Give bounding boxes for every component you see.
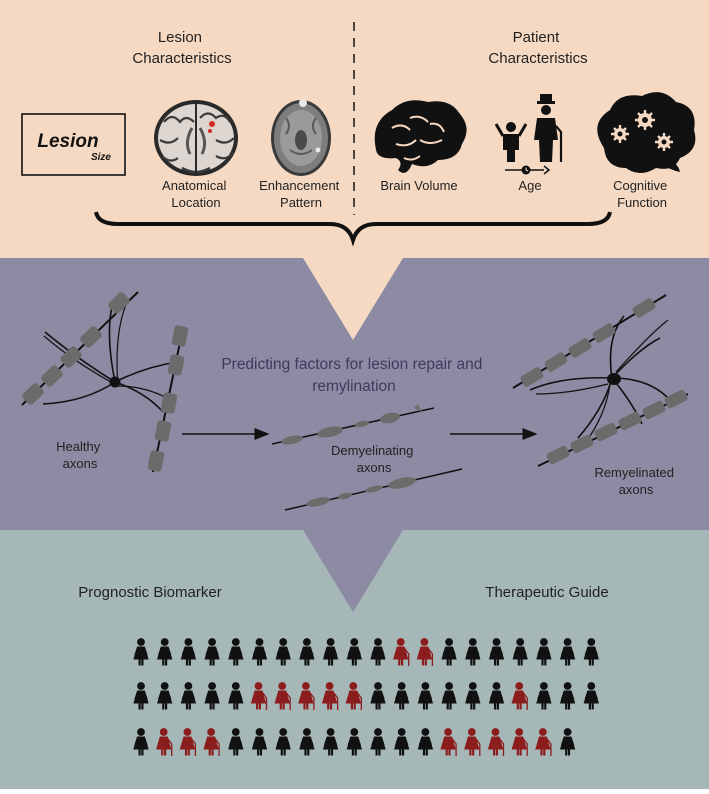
therapeutic-label: Therapeutic Guide [485, 584, 608, 601]
brain-slice-icon [154, 100, 238, 176]
lesion-size-label: Lesion [37, 131, 98, 152]
middle-pointer [303, 530, 403, 612]
healthy-label: Healthy axons [56, 439, 104, 471]
patient-header: Patient Characteristics [488, 29, 587, 67]
healthy-neuron [21, 291, 189, 473]
anatomical-label: Anatomical Location [162, 178, 230, 210]
grouping-brace [94, 211, 612, 247]
age-icon [494, 94, 563, 175]
cognitive-gears-icon [597, 92, 696, 173]
brain-volume-label: Brain Volume [380, 178, 457, 193]
enhancement-label: Enhancement Pattern [259, 178, 343, 210]
demyelinating-axons [271, 404, 463, 511]
lesion-size-box [21, 113, 126, 176]
mri-scan-icon [271, 99, 331, 176]
lesion-header: Lesion Characteristics [132, 29, 231, 67]
top-pointer [303, 258, 403, 340]
brain-icon [374, 100, 467, 173]
remyelinated-label: Remyelinated axons [594, 465, 677, 497]
cognitive-label: Cognitive Function [613, 178, 671, 210]
prognostic-label: Prognostic Biomarker [78, 584, 221, 601]
demyelinating-label: Demyelinating axons [331, 443, 417, 475]
remyelinated-neuron [512, 294, 689, 467]
age-label: Age [518, 178, 541, 193]
middle-title: Predicting factors for lesion repair and… [221, 356, 486, 395]
lesion-size-sublabel: Size [91, 152, 111, 163]
